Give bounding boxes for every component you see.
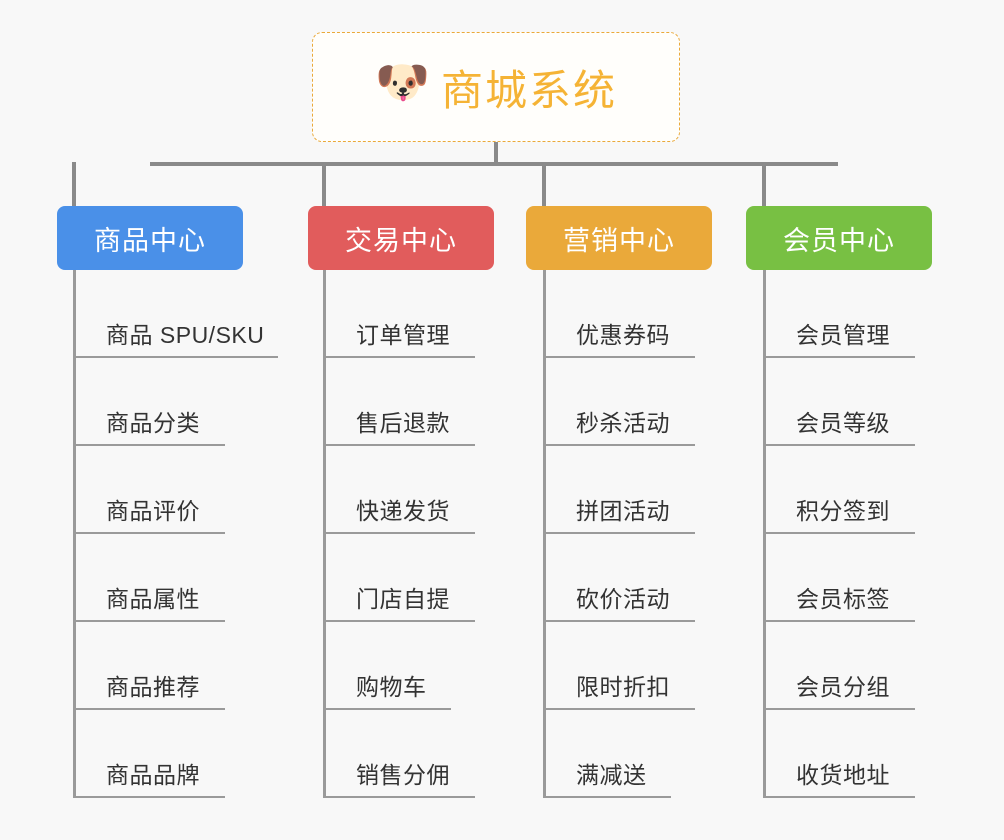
leaf-item[interactable]: 会员标签 xyxy=(763,534,915,622)
leaf-item-rule xyxy=(73,796,225,798)
leaf-item-label: 砍价活动 xyxy=(576,586,670,612)
category-label: 会员中心 xyxy=(783,225,895,256)
category-box-product-center[interactable]: 商品中心 xyxy=(57,206,243,270)
leaf-item-rule xyxy=(73,356,278,358)
leaf-item[interactable]: 商品分类 xyxy=(73,358,225,446)
category-box-member-center[interactable]: 会员中心 xyxy=(746,206,932,270)
leaf-spine xyxy=(763,270,766,798)
leaf-item-rule xyxy=(543,620,695,622)
leaf-item-label: 快递发货 xyxy=(356,498,450,524)
leaf-item-rule xyxy=(73,532,225,534)
leaf-item-rule xyxy=(763,796,915,798)
leaf-item[interactable]: 商品评价 xyxy=(73,446,225,534)
leaf-item-rule xyxy=(763,708,915,710)
leaf-item-label: 会员管理 xyxy=(796,322,890,348)
leaf-item-rule xyxy=(73,620,225,622)
category-box-trade-center[interactable]: 交易中心 xyxy=(308,206,494,270)
leaf-item[interactable]: 商品 SPU/SKU xyxy=(73,270,278,358)
root-node[interactable]: 🐶 商城系统 xyxy=(312,32,680,142)
category-label: 商品中心 xyxy=(94,225,206,256)
leaf-item-rule xyxy=(323,356,475,358)
leaf-item-rule xyxy=(543,444,695,446)
leaf-item-rule xyxy=(323,444,475,446)
leaf-item-rule xyxy=(73,708,225,710)
leaf-item-label: 商品 SPU/SKU xyxy=(106,322,265,348)
category-label: 交易中心 xyxy=(345,225,457,256)
connector-drop-trade-center xyxy=(322,162,326,206)
leaf-item-label: 订单管理 xyxy=(356,322,450,348)
leaf-item-label: 会员分组 xyxy=(796,674,890,700)
leaf-item-label: 商品品牌 xyxy=(106,762,200,788)
leaf-item-label: 门店自提 xyxy=(356,586,450,612)
leaf-item-label: 优惠券码 xyxy=(576,322,670,348)
leaf-item-rule xyxy=(323,708,451,710)
leaf-item-rule xyxy=(763,356,915,358)
leaf-item-rule xyxy=(543,708,695,710)
leaf-item-rule xyxy=(763,620,915,622)
leaf-item[interactable]: 门店自提 xyxy=(323,534,475,622)
leaf-item-rule xyxy=(323,532,475,534)
leaf-item-label: 限时折扣 xyxy=(576,674,670,700)
leaf-item[interactable]: 砍价活动 xyxy=(543,534,695,622)
leaf-item[interactable]: 秒杀活动 xyxy=(543,358,695,446)
leaf-spine xyxy=(543,270,546,798)
connector-drop-product-center xyxy=(72,162,76,206)
leaf-item[interactable]: 积分签到 xyxy=(763,446,915,534)
leaf-item-rule xyxy=(323,620,475,622)
leaf-item-rule xyxy=(323,796,475,798)
leaf-item[interactable]: 优惠券码 xyxy=(543,270,695,358)
leaf-item[interactable]: 商品推荐 xyxy=(73,622,225,710)
leaf-item-label: 商品评价 xyxy=(106,498,200,524)
leaf-item-label: 销售分佣 xyxy=(356,762,450,788)
leaf-item-label: 秒杀活动 xyxy=(576,410,670,436)
leaf-item-rule xyxy=(763,444,915,446)
root-title: 商城系统 xyxy=(440,66,617,114)
leaf-item-rule xyxy=(543,796,671,798)
leaf-item-label: 满减送 xyxy=(576,762,647,788)
leaf-item-label: 售后退款 xyxy=(356,410,450,436)
dog-face-icon: 🐶 xyxy=(374,58,430,107)
leaf-item-rule xyxy=(543,532,695,534)
leaf-item-rule xyxy=(73,444,225,446)
leaf-item[interactable]: 商品品牌 xyxy=(73,710,225,798)
leaf-item[interactable]: 售后退款 xyxy=(323,358,475,446)
leaf-item[interactable]: 限时折扣 xyxy=(543,622,695,710)
leaf-item[interactable]: 订单管理 xyxy=(323,270,475,358)
leaf-item-label: 积分签到 xyxy=(796,498,890,524)
category-label: 营销中心 xyxy=(563,225,675,256)
leaf-spine xyxy=(73,270,76,798)
leaf-item-label: 商品推荐 xyxy=(106,674,200,700)
leaf-item-label: 拼团活动 xyxy=(576,498,670,524)
leaf-item[interactable]: 快递发货 xyxy=(323,446,475,534)
connector-drop-member-center xyxy=(762,162,766,206)
leaf-item-label: 商品属性 xyxy=(106,586,200,612)
leaf-item-rule xyxy=(543,356,695,358)
leaf-item-label: 会员等级 xyxy=(796,410,890,436)
leaf-spine xyxy=(323,270,326,798)
leaf-item[interactable]: 会员分组 xyxy=(763,622,915,710)
leaf-item-label: 会员标签 xyxy=(796,586,890,612)
leaf-item[interactable]: 销售分佣 xyxy=(323,710,475,798)
leaf-item[interactable]: 会员等级 xyxy=(763,358,915,446)
category-box-marketing-center[interactable]: 营销中心 xyxy=(526,206,712,270)
leaf-item-label: 商品分类 xyxy=(106,410,200,436)
leaf-item[interactable]: 满减送 xyxy=(543,710,671,798)
connector-bus xyxy=(150,162,838,166)
leaf-item[interactable]: 购物车 xyxy=(323,622,451,710)
leaf-item[interactable]: 会员管理 xyxy=(763,270,915,358)
connector-drop-marketing-center xyxy=(542,162,546,206)
leaf-item-label: 购物车 xyxy=(356,674,427,700)
connector-stem xyxy=(494,142,498,164)
leaf-item[interactable]: 商品属性 xyxy=(73,534,225,622)
leaf-item[interactable]: 收货地址 xyxy=(763,710,915,798)
leaf-item[interactable]: 拼团活动 xyxy=(543,446,695,534)
leaf-item-label: 收货地址 xyxy=(796,762,890,788)
leaf-item-rule xyxy=(763,532,915,534)
